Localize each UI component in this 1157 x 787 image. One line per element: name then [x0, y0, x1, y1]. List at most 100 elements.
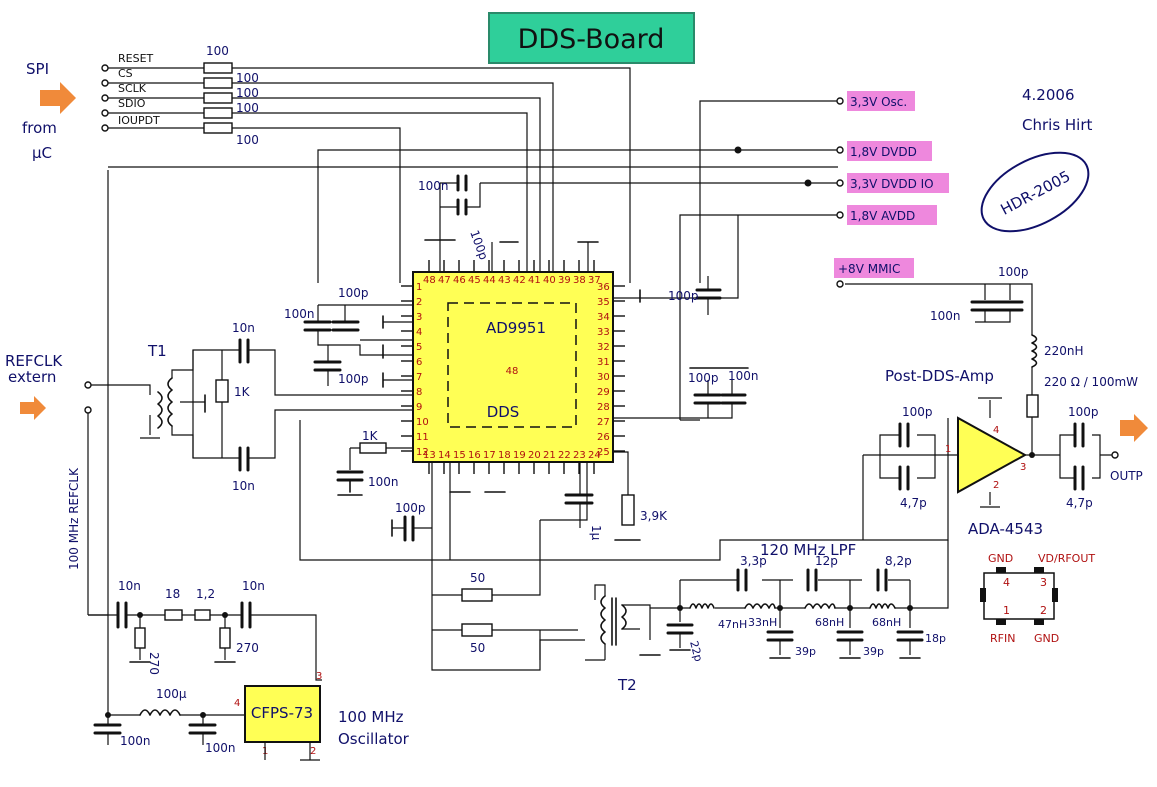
lpf-shunt-cap-3: 39p	[863, 645, 884, 658]
dds-pin-label: 8	[416, 387, 422, 398]
dds-pin-label: 19	[513, 450, 526, 461]
dds-pin-label: 9	[416, 402, 422, 413]
oscillator-label-1: 100 MHz	[338, 708, 404, 726]
osc-pin-3: 3	[316, 671, 322, 682]
cap-10n-osc-2: 10n	[242, 579, 265, 593]
amp-inductor: 220nH	[1044, 344, 1084, 358]
pinout-pin-3: 3	[1040, 576, 1047, 589]
res-270-1: 270	[147, 652, 161, 675]
spi-signal-cs: CS	[118, 67, 133, 80]
dds-pin-label: 40	[543, 275, 556, 286]
dds-pin-label: 25	[597, 447, 610, 458]
spi-signal-sclk: SCLK	[118, 82, 147, 95]
dds-pin-label: 18	[498, 450, 511, 461]
spi-signal-ioupdt: IOUPDT	[118, 114, 160, 127]
dds-pin-label: 2	[416, 297, 422, 308]
dds-pin-label: 13	[423, 450, 436, 461]
amp-resistor: 220 Ω / 100mW	[1044, 375, 1138, 389]
dds-pin-label: 35	[597, 297, 610, 308]
res-1-2: 1,2	[196, 587, 215, 601]
oscillator-part: CFPS-73	[251, 704, 313, 722]
oscillator-chip	[244, 685, 321, 743]
dds-pin-label: 44	[483, 275, 496, 286]
cap-100p-top: 100p	[467, 228, 491, 261]
cap-10n-t1-bottom: 10n	[232, 479, 255, 493]
res-1k-t1: 1K	[234, 385, 251, 399]
oscillator-label-2: Oscillator	[338, 730, 410, 748]
supply-8v-mmic: +8V MMIC	[838, 262, 900, 276]
dds-pin-label: 12	[416, 447, 429, 458]
dds-pin-label: 22	[558, 450, 571, 461]
dds-pin-label: 42	[513, 275, 526, 286]
spi-bus	[101, 62, 631, 283]
spi-uc-label: µC	[32, 144, 52, 162]
t1-transformer	[84, 338, 413, 615]
dds-pin-label: 20	[528, 450, 541, 461]
dds-pin-label: 47	[438, 275, 451, 286]
dds-pin-label: 17	[483, 450, 496, 461]
cap-100p-right-2: 100p	[688, 371, 719, 385]
lpf-shunt-cap-2: 39p	[795, 645, 816, 658]
lpf-title: 120 MHz LPF	[760, 541, 856, 559]
project-badge-ring	[980, 151, 1090, 233]
lpf-inductor-3: 68nH	[815, 616, 844, 629]
amp-cap-100p-out: 100p	[1068, 405, 1099, 419]
dds-pin-label: 3	[416, 312, 422, 323]
author-name: Chris Hirt	[1022, 116, 1093, 134]
spi-signal-sdio: SDIO	[118, 97, 146, 110]
spi-resistor-5: 100	[236, 133, 259, 147]
dds-pin-label: 45	[468, 275, 481, 286]
dds-pin-label: 36	[597, 282, 610, 293]
cap-1u: 1µ	[589, 525, 603, 541]
cap-100n-top: 100n	[418, 179, 449, 193]
amp-cap-100p-top: 100p	[998, 265, 1029, 279]
amp-pin-4: 4	[993, 425, 999, 436]
top-decoupling	[424, 174, 599, 283]
amp-cap-47p-in: 4,7p	[900, 496, 927, 510]
spi-from-label: from	[22, 119, 57, 137]
ind-100u: 100µ	[156, 687, 187, 701]
refclk-arrow-icon	[20, 396, 46, 420]
pinout-pin-2: 2	[1040, 604, 1047, 617]
lpf-inductor-1: 47nH	[718, 618, 747, 631]
dds-pin-label: 34	[597, 312, 610, 323]
author-date: 4.2006	[1022, 86, 1075, 104]
cap-10n-t1-top: 10n	[232, 321, 255, 335]
project-badge: HDR-2005	[998, 167, 1074, 219]
osc-pin-4: 4	[234, 698, 240, 709]
title-box	[488, 12, 695, 64]
cap-100n-right: 100n	[728, 369, 759, 383]
t2-label: T2	[617, 676, 637, 694]
lpf-shunt-cap-1: 22p	[687, 639, 705, 663]
amp-output-label: OUTP	[1110, 469, 1143, 483]
refclk-label: REFCLK	[5, 352, 63, 370]
left-decoupling	[303, 304, 413, 496]
amp-network	[845, 283, 1148, 540]
dds-pin-label: 29	[597, 387, 610, 398]
refclk-network	[88, 170, 322, 745]
t1-label: T1	[147, 342, 167, 360]
dds-pin-label: 31	[597, 357, 610, 368]
spi-arrow-icon	[40, 82, 76, 114]
dds-pin-label: 41	[528, 275, 541, 286]
pinout-pin-1: 1	[1003, 604, 1010, 617]
res-270-2: 270	[236, 641, 259, 655]
dds-part-label: AD9951	[486, 319, 546, 337]
lpf-shunt-cap-4: 18p	[925, 632, 946, 645]
lpf-series-cap-2: 12p	[815, 554, 838, 568]
spi-signal-reset: RESET	[118, 52, 154, 65]
dac-output-network	[299, 418, 949, 671]
dds-pin-label: 24	[588, 450, 601, 461]
dds-pin-label: 1	[416, 282, 422, 293]
pinout-pin-4: 4	[1003, 576, 1010, 589]
cap-100p-left-2: 100p	[338, 372, 369, 386]
cap-100n-osc-1: 100n	[120, 734, 151, 748]
dds-pin-label: 48	[423, 275, 436, 286]
supply-1v8-dvdd: 1,8V DVDD	[850, 145, 917, 159]
spi-resistor-4: 100	[236, 101, 259, 115]
res-50-1: 50	[470, 571, 485, 585]
